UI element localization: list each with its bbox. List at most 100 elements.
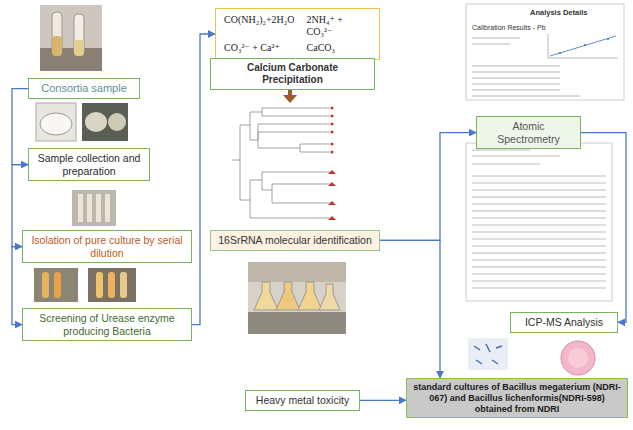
flow-connector [380, 133, 476, 241]
illustration-part [559, 52, 561, 54]
process-box: Screening of Urease enzyme producing Bac… [22, 308, 192, 341]
illustration-part [108, 272, 115, 298]
illustration-part [472, 163, 540, 164]
illustration-part [328, 182, 336, 186]
colony-plate-photo [561, 341, 595, 375]
illustration-part [96, 272, 103, 298]
box-label: ICP-MS Analysis [516, 316, 612, 329]
illustration-part [248, 262, 346, 282]
illustration-part [52, 12, 62, 56]
illustration-part [550, 36, 616, 56]
illustration-part [40, 48, 102, 71]
illustration-part [40, 113, 72, 135]
illustration-part [120, 272, 127, 298]
illustration-part [472, 71, 560, 72]
illustration-part [472, 266, 606, 267]
illustration-part [298, 282, 322, 310]
illustration-part [232, 125, 250, 200]
illustration-part [262, 172, 330, 203]
illustration-part [561, 341, 595, 375]
illustration-part [472, 38, 580, 96]
equation-text: CO₃²⁻ + Ca²⁺ [224, 42, 295, 54]
box-label: Heavy metal toxicity [251, 394, 354, 407]
illustration-part [472, 89, 560, 90]
illustration-part [36, 103, 76, 141]
process-box: ICP-MS Analysis [510, 312, 618, 333]
illustration-part [105, 194, 110, 222]
screenshot-text: Analysis Details [530, 8, 588, 17]
illustration-part [496, 346, 502, 348]
illustration-part [548, 34, 549, 58]
flow-connector [380, 240, 440, 378]
illustration-part [584, 44, 586, 46]
illustration-part [254, 282, 278, 310]
illustration-part [472, 273, 606, 274]
equation-box: CO(NH₂)₂+2H₂O2NH₄⁺ + CO₃²⁻CO₃²⁻ + Ca²⁺Ca… [215, 8, 380, 60]
illustration-part [262, 108, 330, 116]
box-label: Isolation of pure culture by serial dilu… [28, 234, 186, 259]
equation-text: CO(NH₂)₂+2H₂O [224, 14, 295, 38]
flasks-photo [248, 262, 346, 334]
illustration-part [331, 131, 334, 134]
consortia-photo [40, 5, 102, 71]
illustration-part [472, 224, 606, 225]
illustration-part [88, 268, 136, 302]
illustration-part [474, 344, 502, 364]
illustration-part [476, 360, 482, 364]
illustration-part [72, 190, 116, 226]
screening-photos [34, 268, 136, 302]
box-label: Consortia sample [34, 82, 134, 95]
illustration-part [108, 113, 126, 131]
process-box: Calcium Carbonate Precipitation [210, 58, 375, 90]
illustration-part [331, 107, 334, 110]
illustration-part [34, 268, 78, 302]
illustration-part [248, 312, 346, 334]
illustration-part [283, 95, 297, 103]
illustration-part [466, 143, 612, 301]
illustration-part [468, 338, 508, 370]
box-label: Atomic Spectrometry [482, 120, 575, 145]
illustration-part [472, 175, 606, 176]
process-box: Heavy metal toxicity [245, 390, 360, 411]
illustration-part [331, 123, 334, 126]
illustration-part [472, 37, 520, 38]
illustration-part [331, 143, 334, 146]
process-box: Atomic Spectrometry [476, 116, 581, 149]
illustration-part [82, 103, 128, 141]
illustration-part [486, 344, 490, 352]
flow-connector [360, 400, 406, 401]
illustration-part [331, 151, 334, 154]
equation-text: CaCO₃ [307, 42, 371, 54]
isolation-photo [72, 190, 116, 226]
illustration-part [474, 346, 480, 350]
illustration-part [472, 83, 560, 84]
illustration-part [331, 115, 334, 118]
illustration-part [472, 287, 606, 288]
illustration-part [466, 4, 624, 100]
illustration-part [42, 272, 49, 298]
illustration-part [548, 58, 618, 59]
box-label: 16SrRNA molecular identification [216, 234, 374, 247]
illustration-part [472, 95, 580, 96]
phylogenetic-tree [232, 107, 336, 221]
flow-connector [581, 133, 626, 323]
illustration-part [472, 150, 606, 288]
illustration-part [472, 196, 606, 197]
illustration-part [54, 272, 61, 298]
illustration-part [258, 124, 330, 152]
illustration-part [96, 194, 101, 222]
box-label: Calcium Carbonate Precipitation [216, 62, 369, 86]
sample-photos [36, 103, 128, 141]
illustration-part [472, 280, 606, 281]
illustration-part [276, 282, 300, 310]
process-box: Consortia sample [28, 78, 140, 99]
illustration-part [87, 194, 92, 222]
illustration-part [74, 40, 84, 56]
microscopy-photo [468, 338, 508, 370]
illustration-part [472, 217, 606, 218]
illustration-part [472, 65, 560, 66]
illustration-part [85, 112, 107, 132]
box-label: standard cultures of Bacillus megaterium… [412, 382, 622, 414]
